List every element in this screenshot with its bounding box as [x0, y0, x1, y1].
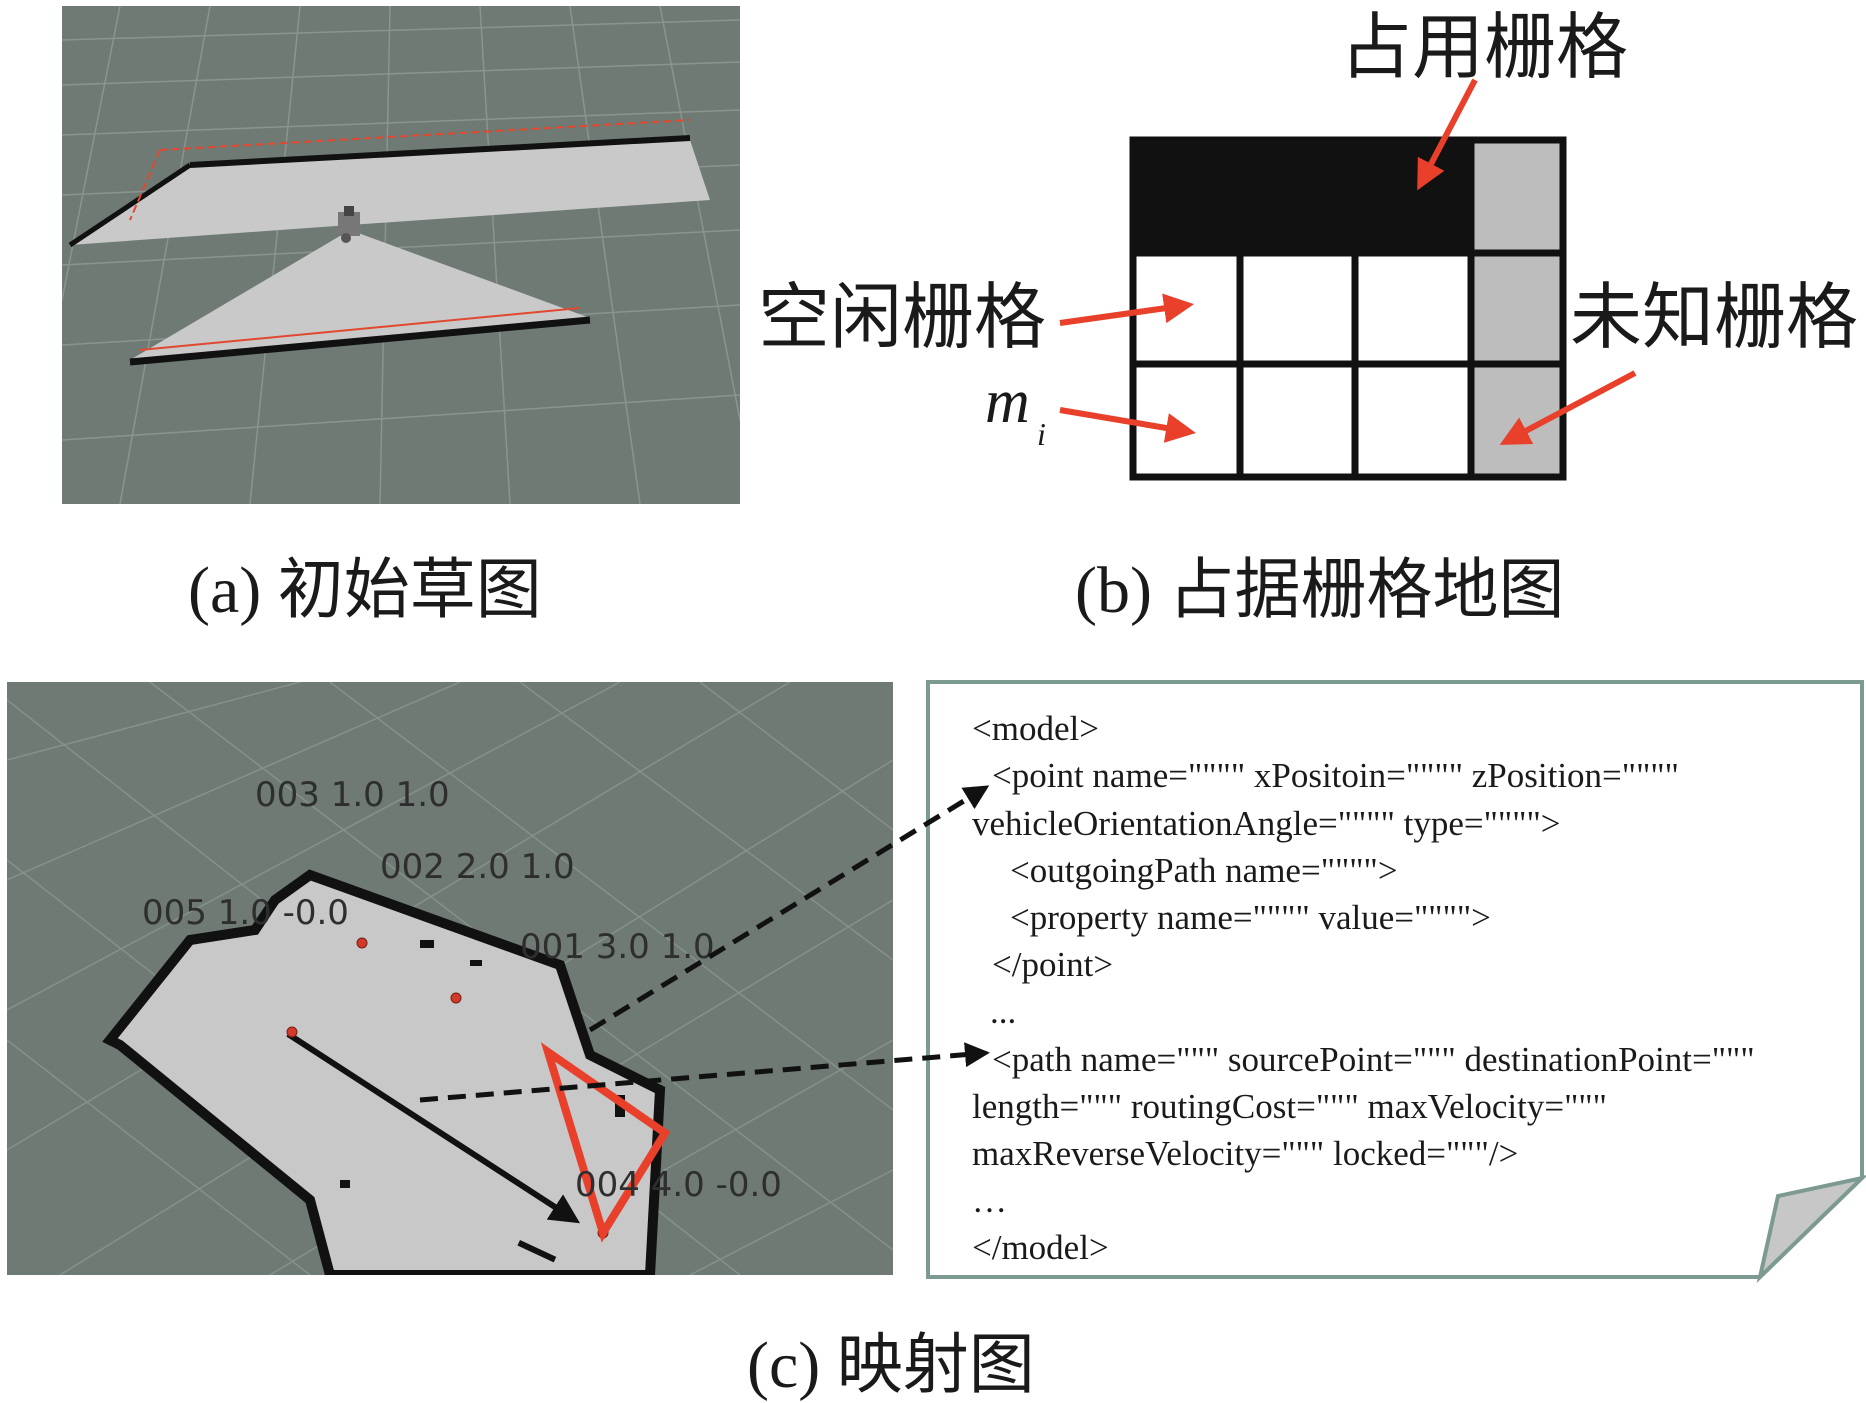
caption-a: (a) 初始草图: [188, 554, 542, 627]
panel-a: (a) 初始草图: [62, 6, 740, 627]
mapped-floor: [110, 875, 660, 1275]
label-free: 空闲栅格: [758, 278, 1046, 358]
xml-line: vehicleOrientationAngle="""" type="""">: [972, 804, 1561, 843]
waypoint-label-003: 003 1.0 1.0: [255, 775, 450, 815]
waypoint-label-001: 001 3.0 1.0: [520, 927, 715, 967]
xml-line: <property name="""" value="""">: [1010, 898, 1491, 937]
label-m-subscript: i: [1037, 416, 1046, 452]
map-walls: [102, 869, 666, 1275]
arrow-occupied: [1417, 78, 1478, 191]
xml-line: <path name=""" sourcePoint=""" destinati…: [992, 1040, 1755, 1079]
xml-line: <model>: [972, 709, 1099, 748]
xml-line: </point>: [992, 945, 1113, 984]
caption-b: (b) 占据栅格地图: [1075, 554, 1564, 627]
label-unknown: 未知栅格: [1570, 278, 1858, 358]
vehicle-triangle: [540, 1042, 671, 1243]
label-m: m: [985, 368, 1030, 436]
waypoint-dot: [450, 992, 462, 1004]
unknown-cell: [1471, 140, 1563, 253]
waypoint-dot: [356, 937, 368, 949]
label-occupied: 占用栅格: [1340, 8, 1628, 88]
arrow-to-point: [588, 785, 990, 1033]
arrow-mi: [1059, 407, 1196, 443]
xml-line: maxReverseVelocity=""" locked="""/>: [972, 1134, 1518, 1173]
waypoint-dot: [286, 1026, 298, 1038]
map-path-arrow: [286, 1031, 581, 1224]
panel-c: 003 1.0 1.0 002 2.0 1.0 005 1.0 -0.0 001…: [7, 680, 1866, 1402]
xml-line: <outgoingPath name="""">: [1010, 851, 1398, 890]
panel-b: 占用栅格 空闲栅格 未知栅格 m i (b) 占据栅格地图: [758, 8, 1858, 627]
occupancy-grid: [1129, 136, 1567, 481]
arrow-free: [1059, 293, 1194, 326]
xml-line: …: [972, 1181, 1007, 1220]
xml-document: <model> <point name="""" xPositoin="""" …: [926, 680, 1866, 1284]
xml-line: length=""" routingCost=""" maxVelocity="…: [972, 1087, 1607, 1126]
robot-icon: [338, 206, 360, 243]
document-page-curl: [1756, 1175, 1866, 1284]
arrow-unknown: [1499, 370, 1637, 445]
scan-strip-upper: [70, 140, 710, 245]
unknown-cell: [1471, 253, 1563, 364]
initial-sketch-image: [62, 6, 740, 504]
xml-line: ...: [990, 992, 1016, 1031]
waypoint-label-005: 005 1.0 -0.0: [142, 893, 349, 933]
callout-arrows: [1059, 78, 1637, 445]
occupied-cells: [1133, 140, 1471, 253]
arrow-to-path: [419, 1042, 990, 1103]
xml-line: </model>: [972, 1228, 1109, 1267]
xml-line: <point name="""" xPositoin="""" zPositio…: [992, 756, 1679, 795]
mapping-arrows: [419, 785, 990, 1103]
caption-c: (c) 映射图: [747, 1329, 1035, 1402]
waypoint-label-002: 002 2.0 1.0: [380, 847, 575, 887]
waypoint-label-004: 004 4.0 -0.0: [575, 1165, 782, 1205]
mapping-image: 003 1.0 1.0 002 2.0 1.0 005 1.0 -0.0 001…: [7, 682, 893, 1275]
